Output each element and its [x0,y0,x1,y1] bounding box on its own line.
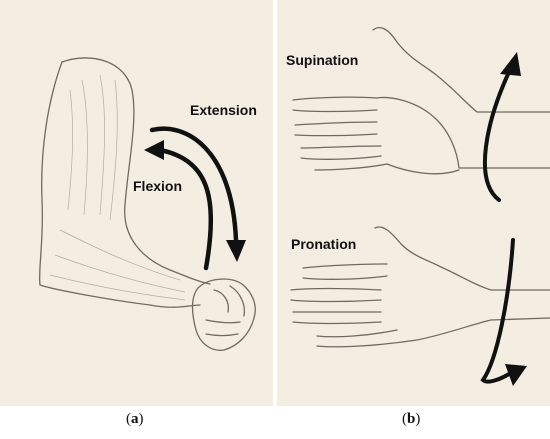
pronation-arrow [480,238,515,384]
supination-arrow [482,70,511,202]
arm-illustration [38,57,256,351]
flexion-label: Flexion [133,178,183,194]
supination-label: Supination [286,52,359,68]
caption-a: (a) [126,411,144,427]
supination-palm [376,96,550,169]
forearm-underside [38,61,201,308]
pronation-thumb-wrist [374,226,550,291]
fist-finger-line [205,333,239,337]
fist-finger-line [205,319,241,324]
fist-knuckle-line [229,285,246,317]
caption-b: (b) [402,411,421,427]
panel-divider [273,0,277,406]
hands-illustration [290,27,550,386]
extension-arrow [149,126,239,243]
pronation-arrowhead [505,364,527,386]
flexion-arrowhead [144,140,164,160]
extension-arrowhead [226,240,246,262]
fist-knuckle-line [213,289,230,313]
extension-label: Extension [190,102,257,118]
supination-thumb-wrist [372,27,550,113]
panel-b-forearm-rotation: Supination Pronation [277,0,550,406]
panel-a-elbow: Extension Flexion [0,0,273,406]
fist-outline [191,278,256,351]
supination-finger [292,96,378,101]
pronation-label: Pronation [291,236,357,252]
upper-arm-outline [61,57,211,285]
pronation-finger [302,263,388,269]
pronation-hand-underside [316,317,550,348]
flexion-arrow [157,147,214,271]
supination-arrowhead [500,52,521,76]
